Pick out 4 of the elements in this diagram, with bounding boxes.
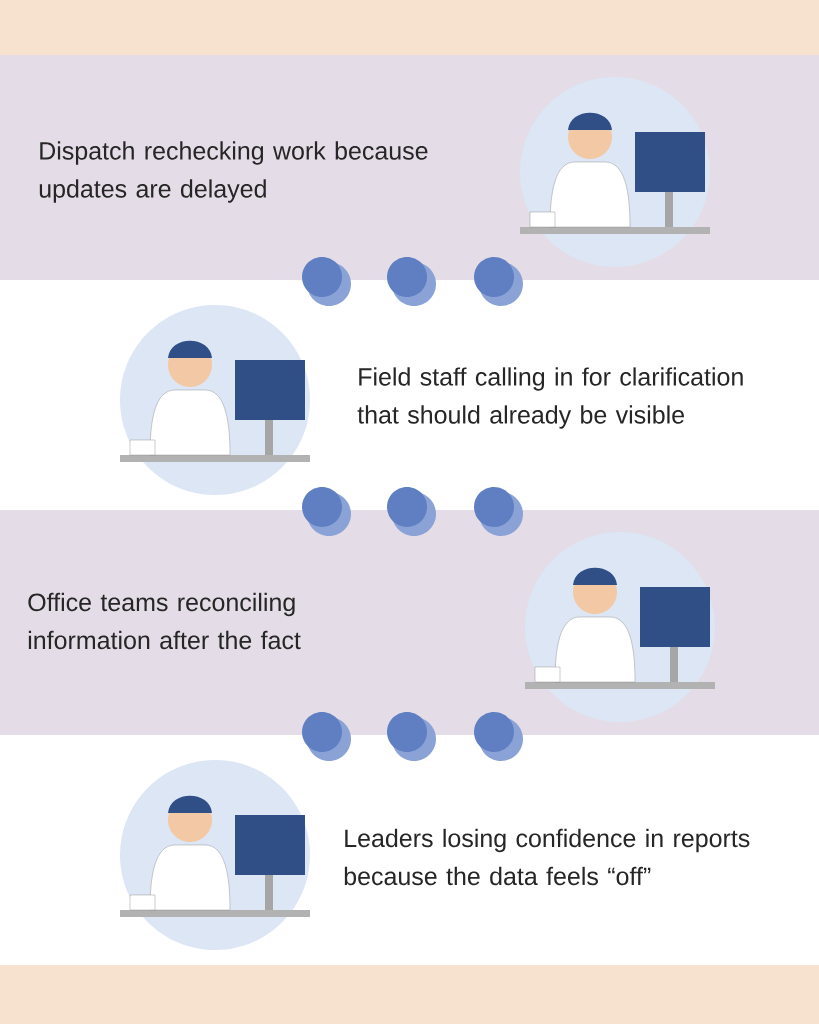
statement-text: Leaders losing confidence in reports because the data feels “off” bbox=[344, 828, 750, 886]
statement-text: Office teams reconciling information after the fact bbox=[28, 592, 301, 650]
statement-text: Field staff calling in for clarification that should already be visible bbox=[357, 367, 743, 429]
statement-text: Dispatch rechecking work because updates are delayed bbox=[39, 141, 428, 203]
